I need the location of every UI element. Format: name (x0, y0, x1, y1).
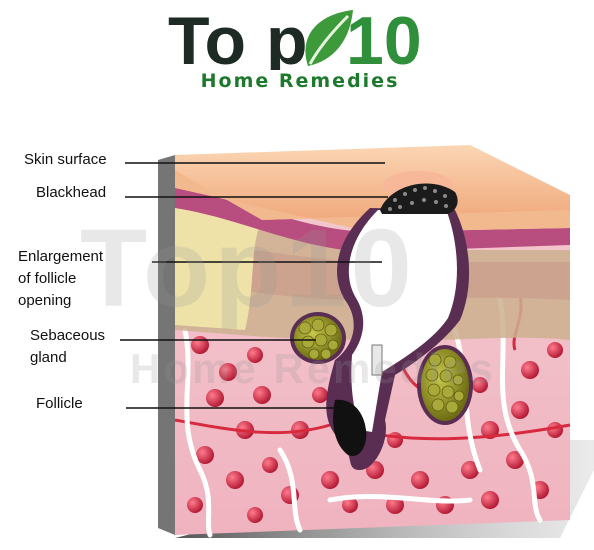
logo-mark: To p 10 (168, 6, 422, 70)
blackhead-texture (388, 186, 448, 211)
logo-subtitle: Home Remedies (200, 70, 400, 92)
watermark-sub: Home Remedies (130, 345, 496, 392)
skin-surface-front (175, 170, 570, 232)
label-enlargement-line3: opening (18, 292, 72, 309)
label-follicle: Follicle (36, 395, 83, 412)
follicle-base (333, 399, 367, 456)
label-blackhead: Blackhead (36, 184, 107, 201)
epidermis-sublayer (175, 200, 260, 330)
follicle-inner (348, 210, 457, 432)
logo-text-p: p (266, 6, 308, 70)
leaf-icon (305, 10, 353, 66)
label-sebaceous-line1: Sebaceous (30, 327, 106, 344)
hair-shaft (371, 344, 383, 376)
basal-layer (175, 188, 570, 252)
logo: To p 10 Home Remedies (0, 0, 594, 110)
label-enlargement-line2: of follicle (18, 270, 77, 287)
sebaceous-gland-left (290, 312, 346, 364)
label-enlargement-line1: Enlargement (18, 248, 104, 265)
logo-text-to: To (168, 6, 246, 70)
block-side-shadow (158, 155, 175, 535)
sebaceous-gland-right (417, 345, 473, 425)
logo-text-10: 10 (346, 6, 422, 70)
watermark-main: Top10 (80, 207, 416, 330)
label-skin-surface: Skin surface (24, 151, 107, 168)
leader-lines (120, 162, 388, 409)
label-sebaceous-line2: gland (30, 349, 67, 366)
